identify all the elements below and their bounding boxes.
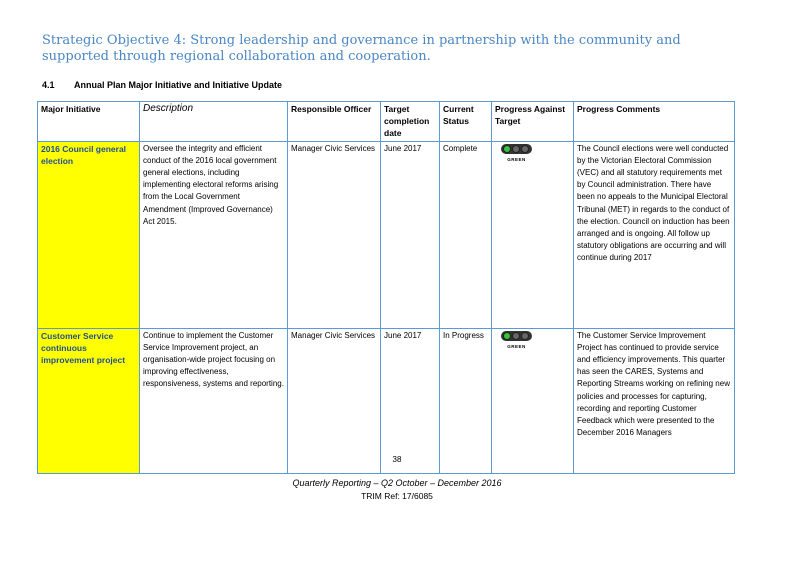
table-row: 2016 Council general election Oversee th…: [37, 140, 735, 329]
col-header-comments: Progress Comments: [573, 101, 735, 142]
col-header-officer: Responsible Officer: [287, 101, 381, 142]
section-title-text: Annual Plan Major Initiative and Initiat…: [74, 80, 283, 90]
description-cell: Oversee the integrity and efficient cond…: [139, 140, 288, 329]
description-cell: Continue to implement the Customer Servi…: [139, 327, 288, 474]
section-title: 4.1 Annual Plan Major Initiative and Init…: [42, 80, 282, 90]
officer-cell: Manager Civic Services: [287, 140, 381, 329]
comments-cell: The Customer Service Improvement Project…: [573, 327, 735, 474]
page-number: 38: [392, 455, 402, 464]
footer-report: Quarterly Reporting – Q2 October – Decem…: [292, 478, 502, 488]
initiative-cell: 2016 Council general election: [37, 140, 140, 329]
section-number: 4.1: [42, 80, 55, 90]
col-header-progress: Progress Against Target: [491, 101, 574, 142]
col-header-target: Target completion date: [380, 101, 440, 142]
progress-cell: GREEN: [491, 327, 574, 474]
progress-label: GREEN: [507, 343, 526, 349]
comments-cell: The Council elections were well conducte…: [573, 140, 735, 329]
officer-cell: Manager Civic Services: [287, 327, 381, 474]
target-cell: June 2017: [380, 140, 440, 329]
status-cell: Complete: [439, 140, 492, 329]
table-row: Customer Service continuous improvement …: [37, 327, 735, 474]
target-cell: June 2017: [380, 327, 440, 474]
initiative-table: Major Initiative Description Responsible…: [37, 101, 735, 474]
col-header-initiative: Major Initiative: [37, 101, 140, 142]
footer-trim-ref: TRIM Ref: 17/6085: [361, 491, 433, 501]
col-header-status: Current Status: [439, 101, 492, 142]
progress-label: GREEN: [507, 156, 526, 162]
table-header-row: Major Initiative Description Responsible…: [37, 101, 735, 142]
strategic-objective-heading: Strategic Objective 4: Strong leadership…: [42, 33, 681, 64]
progress-cell: GREEN: [491, 140, 574, 329]
col-header-description: Description: [139, 101, 288, 142]
traffic-light-icon: GREEN: [501, 143, 532, 166]
initiative-cell: Customer Service continuous improvement …: [37, 327, 140, 474]
status-cell: In Progress: [439, 327, 492, 474]
traffic-light-icon: GREEN: [501, 330, 532, 353]
